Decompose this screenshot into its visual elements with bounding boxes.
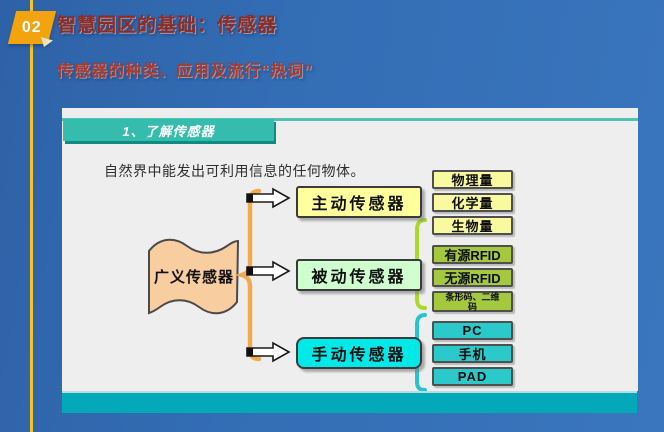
page-title: 智慧园区的基础：传感器 <box>57 15 278 36</box>
sensor-box-manual: 手动传感器 <box>296 337 422 369</box>
item-box-physical: 物理量 <box>432 170 513 189</box>
chapter-badge: 02 <box>7 11 57 44</box>
item-box-mobile: 手机 <box>432 344 513 363</box>
item-box-barcode-qrcode: 条形码、二维码 <box>432 291 513 312</box>
section-banner-label: 1、了解传感器 <box>122 123 215 139</box>
section-banner: 1、了解传感器 <box>63 119 274 141</box>
badge-fold-decoration <box>41 37 53 47</box>
root-sensor-label: 广义传感器 <box>154 269 235 286</box>
item-box-active-rfid: 有源RFID <box>432 245 513 264</box>
chapter-number: 02 <box>22 18 42 36</box>
item-box-biological: 生物量 <box>432 216 513 235</box>
item-box-passive-rfid: 无源RFID <box>432 268 513 287</box>
section-rule <box>62 118 638 121</box>
page-subtitle: 传感器的种类、应用及流行“热词” <box>57 63 314 80</box>
item-box-pc: PC <box>432 321 513 340</box>
sensor-box-active: 主动传感器 <box>296 186 422 218</box>
item-box-chemical: 化学量 <box>432 193 513 212</box>
sensor-box-passive: 被动传感器 <box>296 259 422 291</box>
description-text: 自然界中能发出可利用信息的任何物体。 <box>104 163 365 179</box>
item-box-pad: PAD <box>432 367 513 386</box>
footer-bar <box>62 391 637 413</box>
accent-vertical-line <box>30 0 33 432</box>
